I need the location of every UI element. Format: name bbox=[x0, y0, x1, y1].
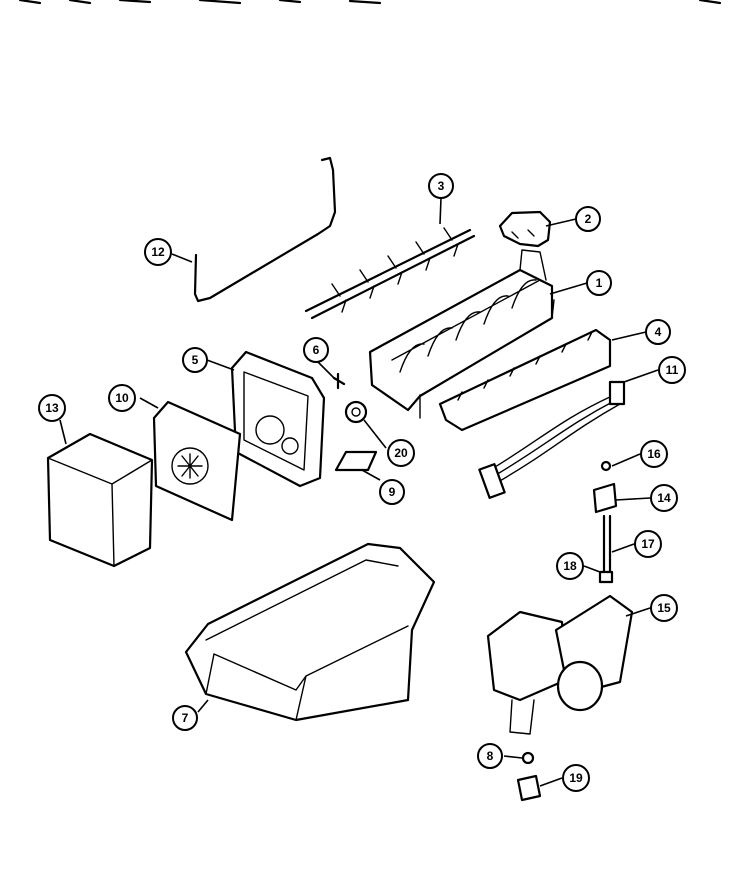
callout-label: 5 bbox=[192, 353, 199, 367]
callout-label: 1 bbox=[596, 276, 603, 290]
callout-label: 2 bbox=[585, 212, 592, 226]
bracket-part bbox=[334, 450, 378, 472]
cropped-top-edge bbox=[18, 0, 722, 5]
callout-11: 11 bbox=[658, 356, 686, 384]
callout-6: 6 bbox=[303, 337, 329, 363]
callout-label: 15 bbox=[657, 601, 671, 615]
callout-label: 11 bbox=[666, 363, 679, 377]
front-cover-part bbox=[46, 432, 154, 568]
mold-heater-part bbox=[438, 328, 612, 432]
screw-part bbox=[332, 372, 346, 390]
callout-label: 6 bbox=[313, 343, 320, 357]
callout-4: 4 bbox=[645, 319, 671, 345]
callout-label: 18 bbox=[563, 559, 577, 573]
callout-2: 2 bbox=[575, 206, 601, 232]
thermostat-part bbox=[344, 400, 368, 424]
feeler-arm-part bbox=[193, 156, 337, 303]
callout-9: 9 bbox=[379, 479, 405, 505]
callout-label: 13 bbox=[45, 401, 59, 415]
callout-label: 8 bbox=[487, 749, 494, 763]
callout-5: 5 bbox=[182, 347, 208, 373]
callout-13: 13 bbox=[38, 394, 66, 422]
callout-15: 15 bbox=[650, 594, 678, 622]
callout-label: 3 bbox=[438, 179, 445, 193]
ejector-blade-part bbox=[304, 227, 476, 320]
callout-label: 19 bbox=[569, 771, 583, 785]
ice-mold-part bbox=[368, 249, 555, 419]
callout-label: 12 bbox=[151, 245, 165, 259]
callout-label: 7 bbox=[182, 711, 189, 725]
shutoff-arm-part bbox=[498, 210, 552, 248]
control-housing-part bbox=[230, 350, 326, 488]
fitting-part bbox=[521, 751, 535, 765]
callout-16: 16 bbox=[640, 440, 668, 468]
callout-label: 20 bbox=[394, 446, 408, 460]
water-valve-part bbox=[486, 594, 634, 735]
ice-bucket-part bbox=[184, 542, 436, 722]
callout-12: 12 bbox=[144, 238, 172, 266]
callout-label: 14 bbox=[657, 491, 671, 505]
callout-label: 10 bbox=[115, 391, 129, 405]
wire-harness-part bbox=[478, 380, 626, 499]
callout-10: 10 bbox=[108, 384, 136, 412]
callout-label: 4 bbox=[655, 325, 662, 339]
callout-19: 19 bbox=[562, 764, 590, 792]
callout-17: 17 bbox=[634, 530, 662, 558]
mounting-plate-part bbox=[152, 400, 242, 522]
callout-14: 14 bbox=[650, 484, 678, 512]
water-valve-hardware bbox=[592, 460, 618, 584]
callout-label: 9 bbox=[389, 485, 396, 499]
compression-nut-part bbox=[516, 774, 542, 802]
callout-1: 1 bbox=[586, 270, 612, 296]
callout-label: 16 bbox=[647, 447, 661, 461]
callout-20: 20 bbox=[387, 439, 415, 467]
callout-18: 18 bbox=[556, 552, 584, 580]
callout-8: 8 bbox=[477, 743, 503, 769]
callout-7: 7 bbox=[172, 705, 198, 731]
callout-label: 17 bbox=[641, 537, 655, 551]
leader-lines bbox=[59, 197, 659, 787]
callout-3: 3 bbox=[428, 173, 454, 199]
